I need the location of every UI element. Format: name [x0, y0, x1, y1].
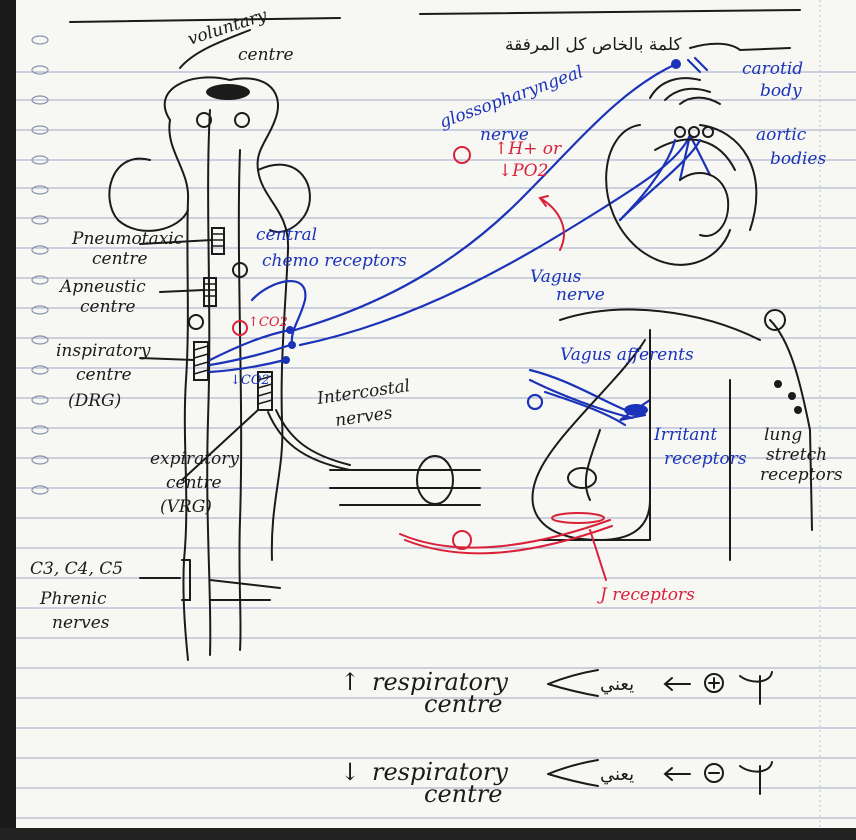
label-exp-centre: centre — [166, 473, 222, 493]
label-arabic-header: كلمة بالخاص كل المرفقة — [505, 35, 682, 55]
label-voluntary: voluntary — [185, 5, 269, 49]
label-hplus: ↑H+ or — [494, 139, 562, 159]
label-nerves: nerves — [334, 403, 394, 431]
label-expiratory: expiratory — [150, 449, 239, 469]
label-phrenic: Phrenic — [39, 589, 107, 609]
label-phrenic-nerves: nerves — [52, 613, 110, 633]
j-receptor-pathway — [400, 513, 612, 580]
label-co2-up: ↑CO2 — [248, 315, 288, 330]
hplus-plus-icon — [454, 147, 470, 163]
summary-up-centre: centre — [424, 690, 502, 718]
summary-symbols — [548, 670, 772, 794]
summary-down-arabic: يعني — [600, 764, 634, 785]
vagus-minus-icon — [528, 395, 542, 409]
label-inspiratory: inspiratory — [56, 341, 151, 361]
voluntary-centre-mark — [206, 84, 250, 100]
label-centre-top: centre — [238, 45, 294, 65]
label-pneumo-centre: centre — [92, 249, 148, 269]
label-stretch-receptors: receptors — [760, 465, 843, 485]
page-bottom-edge — [0, 828, 856, 840]
label-chemo-receptors: chemo receptors — [262, 251, 407, 271]
label-lung: lung — [764, 425, 802, 445]
label-pneumotaxic: Pneumotaxic — [71, 229, 184, 249]
label-j-receptors: J receptors — [597, 585, 695, 605]
summary-up-arabic: يعني — [600, 674, 634, 695]
label-carotid: carotid — [742, 59, 803, 79]
summary-down-arrow: ↓ — [340, 758, 360, 786]
vagus-red-arrow — [540, 196, 564, 250]
label-vagus-nerve: nerve — [556, 285, 605, 305]
phrenic-bracket — [140, 560, 190, 600]
summary-down-centre: centre — [424, 780, 502, 808]
top-line — [70, 10, 800, 22]
j-plus-icon — [453, 531, 471, 549]
label-irritant-receptors: receptors — [664, 449, 747, 469]
label-apneustic: Apneustic — [58, 277, 146, 297]
label-vrg: (VRG) — [160, 497, 212, 517]
binder-rings — [32, 36, 48, 494]
inspiratory-centre-block — [194, 342, 208, 380]
plus-circle-icon — [235, 113, 249, 127]
summary-up-arrow: ↑ — [340, 668, 360, 696]
label-bodies: bodies — [770, 149, 826, 169]
label-intercostal: Intercostal — [315, 376, 411, 409]
label-irritant: Irritant — [653, 425, 717, 445]
label-vagus-afferents: Vagus afferents — [560, 345, 694, 365]
label-drg: (DRG) — [68, 391, 121, 411]
pneumotaxic-centre-block — [212, 228, 224, 254]
label-stretch: stretch — [766, 445, 827, 465]
label-central: central — [256, 225, 317, 245]
label-co2-down: ↓CO2 — [230, 373, 270, 388]
label-c3c4c5: C3, C4, C5 — [30, 559, 123, 579]
label-glossopharyngeal: glossopharyngeal — [437, 62, 586, 133]
label-apneu-centre: centre — [80, 297, 136, 317]
brainstem-drawing — [109, 77, 310, 660]
inspiratory-plus-icon — [189, 315, 203, 329]
label-aortic: aortic — [756, 125, 807, 145]
label-body: body — [760, 81, 802, 101]
label-po2: ↓PO2 — [498, 161, 548, 181]
arabic-header-underline — [690, 44, 790, 50]
label-insp-centre: centre — [76, 365, 132, 385]
label-vagus: Vagus — [530, 267, 582, 287]
